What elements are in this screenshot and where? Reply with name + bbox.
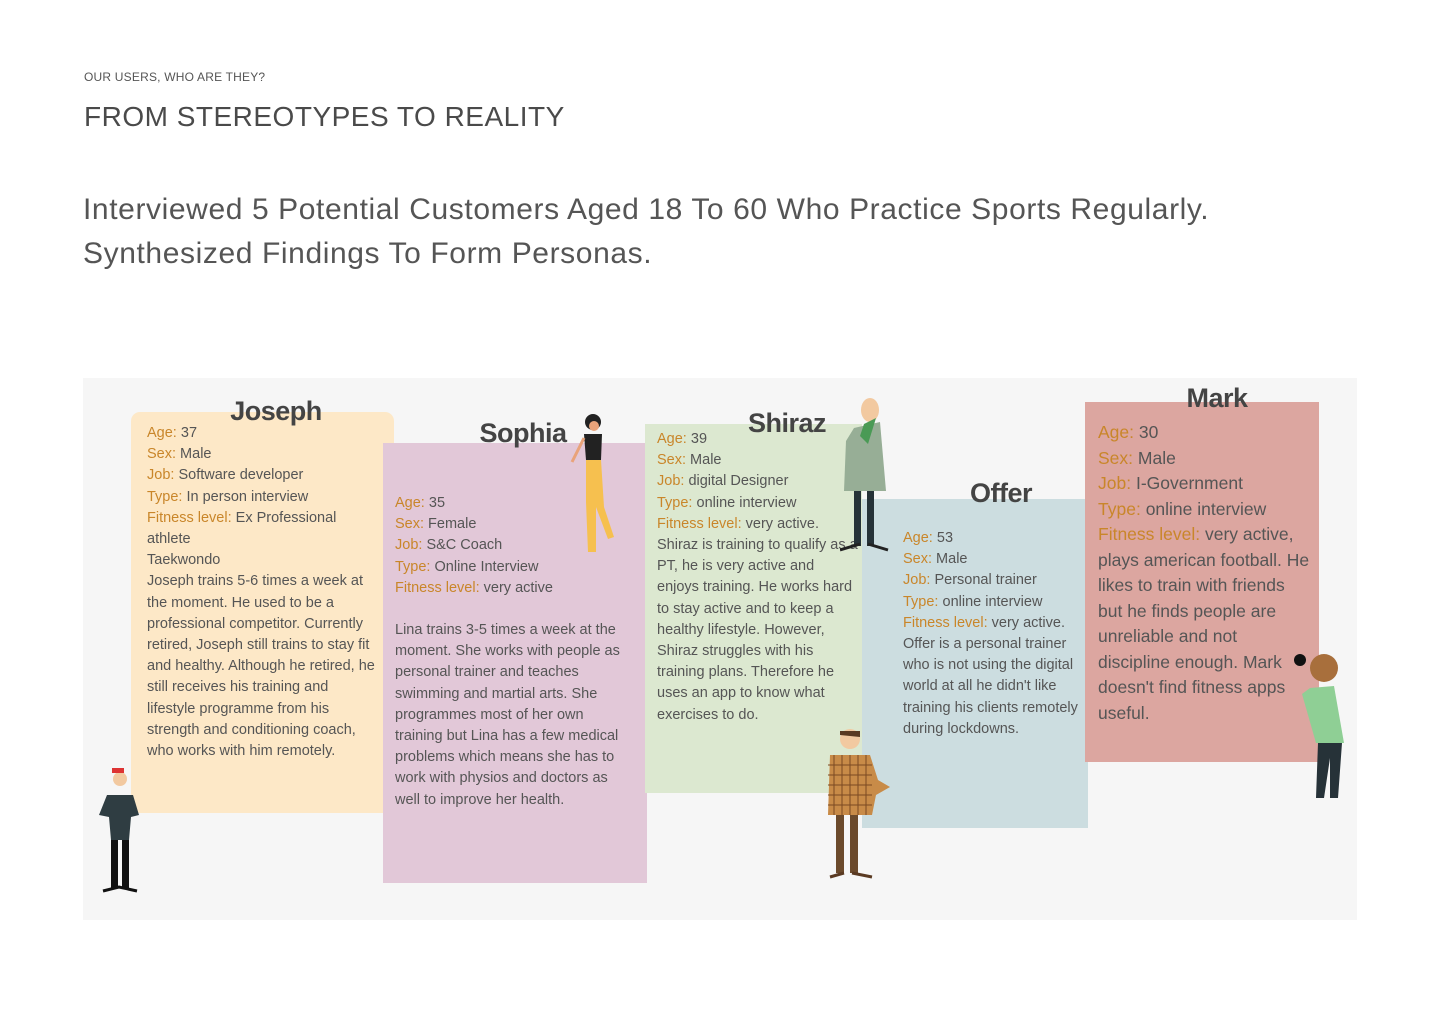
sport: Taekwondo [147, 552, 221, 569]
type-row: Type: Online Interview [395, 557, 635, 578]
persona-card-shiraz: Age: 39 Sex: Male Job: digital Designer … [645, 424, 862, 793]
field-value: I-Government [1135, 473, 1243, 493]
field-value: online interview [696, 494, 797, 511]
section-eyebrow: OUR USERS, WHO ARE THEY? [84, 70, 266, 84]
field-label: Age: [395, 495, 425, 511]
field-label: Age: [1098, 422, 1134, 442]
field-value: very active. [745, 515, 819, 532]
field-value: Ex Professional athlete [147, 509, 337, 548]
field-label: Fitness level: [147, 509, 232, 526]
fitness-row: Fitness level: very active, plays americ… [1098, 522, 1311, 726]
field-label: Job: [903, 572, 931, 589]
bio: Offer is a personal trainer who is not u… [903, 636, 1078, 737]
mark-illustration [1294, 654, 1344, 798]
field-value: Online Interview [434, 558, 539, 575]
field-value: Male [690, 452, 722, 469]
field-value: 30 [1138, 422, 1159, 442]
field-label: Job: [395, 537, 423, 554]
shiraz-illustration [840, 398, 889, 552]
field-label: Sex: [903, 551, 933, 568]
bio: Joseph trains 5-6 times a week at the mo… [147, 573, 375, 760]
field-value: Male [180, 446, 212, 463]
field-label: Fitness level: [395, 579, 480, 596]
persona-card-offer: Age: 53 Sex: Male Job: Personal trainer … [862, 499, 1088, 828]
field-label: Age: [903, 530, 933, 546]
persona-name-mark: Mark [1186, 383, 1248, 413]
field-value: 53 [936, 530, 954, 546]
type-row: Type: In person interview [147, 487, 380, 508]
field-label: Sex: [1098, 447, 1134, 468]
sex-row: Sex: Male [1098, 446, 1311, 472]
field-label: Type: [657, 494, 693, 511]
age-row: Age: 35 [395, 493, 635, 514]
field-label: Sex: [657, 452, 687, 469]
job-row: Job: I-Government [1098, 471, 1311, 497]
field-value: very active. [991, 614, 1065, 631]
sex-row: Sex: Female [395, 514, 635, 535]
field-value: 35 [428, 495, 446, 511]
job-row: Job: digital Designer [657, 471, 858, 492]
type-row: Type: online interview [657, 493, 858, 514]
field-label: Sex: [395, 516, 425, 533]
field-value: S&C Coach [426, 537, 503, 554]
sex-row: Sex: Male [903, 549, 1080, 570]
field-label: Type: [395, 558, 431, 575]
field-label: Type: [903, 593, 939, 610]
field-label: Type: [147, 488, 183, 505]
field-label: Fitness level: [1098, 524, 1201, 544]
persona-name-joseph: Joseph [230, 396, 322, 426]
field-label: Fitness level: [657, 515, 742, 532]
age-row: Age: 30 [1098, 420, 1311, 446]
job-row: Job: Software developer [147, 465, 380, 486]
fitness-row: Fitness level: very active. [657, 514, 858, 535]
persona-card-mark: Age: 30 Sex: Male Job: I-Government Type… [1085, 402, 1319, 762]
field-value: In person interview [186, 488, 309, 505]
field-value: Software developer [178, 467, 304, 484]
age-row: Age: 37 [147, 423, 380, 444]
job-row: Job: S&C Coach [395, 535, 635, 556]
field-value: 39 [690, 431, 708, 447]
persona-name-shiraz: Shiraz [747, 408, 827, 438]
type-row: Type: online interview [1098, 497, 1311, 523]
persona-card-joseph: Age: 37 Sex: Male Job: Software develope… [131, 412, 394, 813]
age-row: Age: 39 [657, 429, 858, 450]
field-value: online interview [942, 593, 1043, 610]
fitness-row: Fitness level: Ex Professional athlete [147, 508, 380, 550]
sex-row: Sex: Male [147, 444, 380, 465]
fitness-row: Fitness level: very active [395, 578, 635, 599]
field-value: Personal trainer [934, 572, 1037, 589]
field-label: Sex: [147, 446, 177, 463]
field-value: Female [428, 516, 477, 533]
field-value: Male [1137, 447, 1176, 468]
fitness-row: Fitness level: very active. [903, 613, 1080, 634]
type-row: Type: online interview [903, 592, 1080, 613]
field-label: Age: [657, 431, 687, 447]
field-label: Age: [147, 425, 177, 441]
field-value: 37 [180, 425, 198, 441]
bio: Shiraz is training to qualify as a PT, h… [657, 537, 858, 723]
sophia-illustration [570, 414, 614, 552]
lead-paragraph: Interviewed 5 Potential Customers Aged 1… [83, 193, 1210, 270]
field-value: online interview [1145, 498, 1267, 519]
field-value: very active, plays american football. He… [1098, 524, 1310, 723]
bio: Lina trains 3-5 times a week at the mome… [395, 622, 620, 808]
field-value: very active [483, 579, 553, 596]
field-label: Job: [147, 467, 175, 484]
offer-illustration [828, 729, 890, 879]
field-label: Fitness level: [903, 614, 988, 631]
persona-name-sophia: Sophia [479, 418, 567, 448]
persona-name-offer: Offer [969, 478, 1033, 508]
section-title: FROM STEREOTYPES TO REALITY [84, 101, 565, 132]
sex-row: Sex: Male [657, 450, 858, 471]
field-value: Male [936, 551, 968, 568]
field-label: Job: [1098, 473, 1132, 493]
age-row: Age: 53 [903, 528, 1080, 549]
job-row: Job: Personal trainer [903, 570, 1080, 591]
joseph-illustration [99, 768, 139, 893]
field-label: Type: [1098, 498, 1141, 519]
field-label: Job: [657, 473, 685, 490]
field-value: digital Designer [688, 473, 789, 490]
